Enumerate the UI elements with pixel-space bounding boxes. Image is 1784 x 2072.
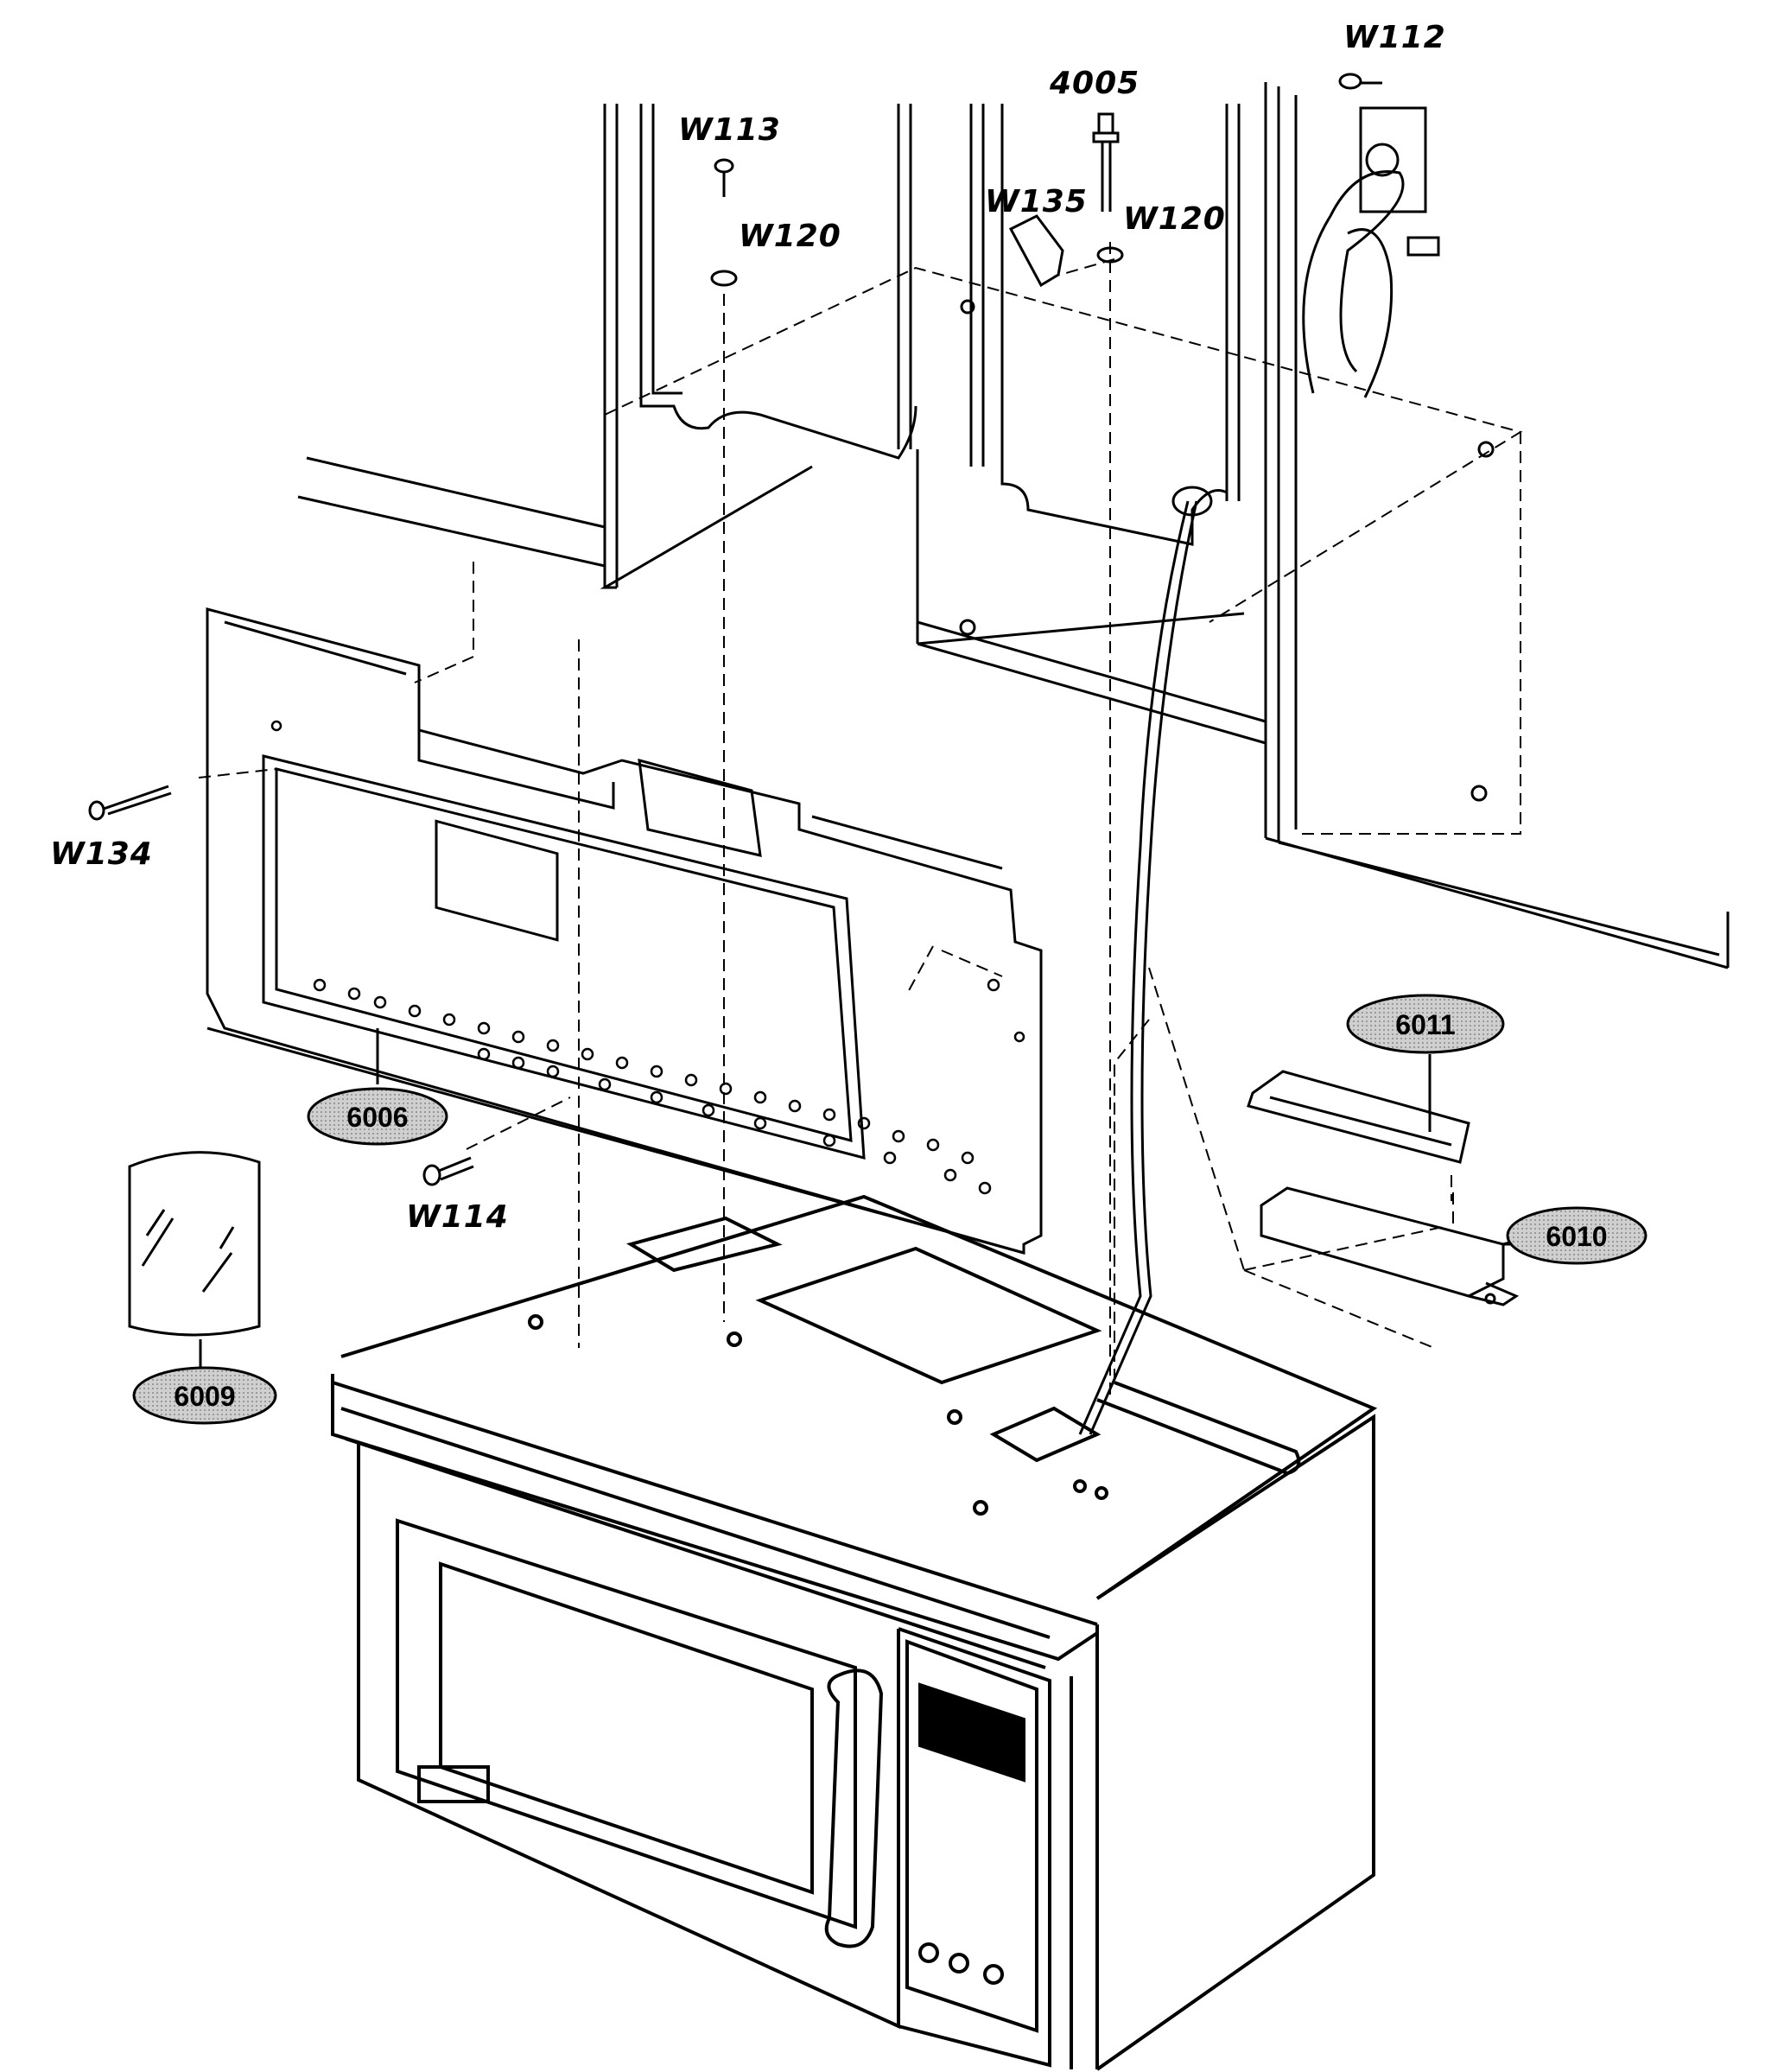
mounting-plate bbox=[206, 607, 1043, 1255]
badge-6010: 6010 bbox=[1506, 1206, 1648, 1265]
label-w134: W134 bbox=[50, 836, 153, 872]
label-w120-left: W120 bbox=[739, 219, 841, 254]
guide-lines bbox=[198, 242, 1523, 1400]
power-cord bbox=[1078, 106, 1440, 1435]
microwave-oven bbox=[331, 1194, 1378, 2071]
label-w112: W112 bbox=[1343, 20, 1446, 55]
part-6010 bbox=[1260, 1186, 1520, 1306]
label-w113: W113 bbox=[678, 112, 781, 148]
bolt-4005 bbox=[1092, 112, 1120, 212]
badge-6011: 6011 bbox=[1346, 994, 1505, 1054]
upper-cabinets bbox=[297, 82, 1730, 969]
clip-w135 bbox=[1008, 214, 1064, 288]
washer-w120-right bbox=[1096, 246, 1124, 264]
svg-text:6010: 6010 bbox=[1546, 1221, 1607, 1252]
screw-w134 bbox=[88, 785, 172, 821]
label-w114: W114 bbox=[406, 1199, 509, 1235]
part-6011 bbox=[1247, 1070, 1470, 1164]
bag-6009 bbox=[128, 1151, 261, 1378]
label-4005: 4005 bbox=[1049, 66, 1140, 101]
badge-6009: 6009 bbox=[132, 1366, 277, 1425]
label-w120-right: W120 bbox=[1123, 201, 1226, 237]
label-w135: W135 bbox=[985, 184, 1088, 219]
svg-text:6011: 6011 bbox=[1395, 1009, 1455, 1040]
screw-w114 bbox=[422, 1156, 474, 1186]
badge-6006: 6006 bbox=[307, 1087, 448, 1146]
screw-w112 bbox=[1338, 73, 1382, 90]
screw-w113 bbox=[714, 158, 734, 197]
svg-text:6006: 6006 bbox=[346, 1102, 408, 1133]
plate-holes bbox=[270, 720, 1025, 1195]
washer-w120-left bbox=[710, 270, 738, 287]
svg-text:6009: 6009 bbox=[174, 1381, 235, 1412]
